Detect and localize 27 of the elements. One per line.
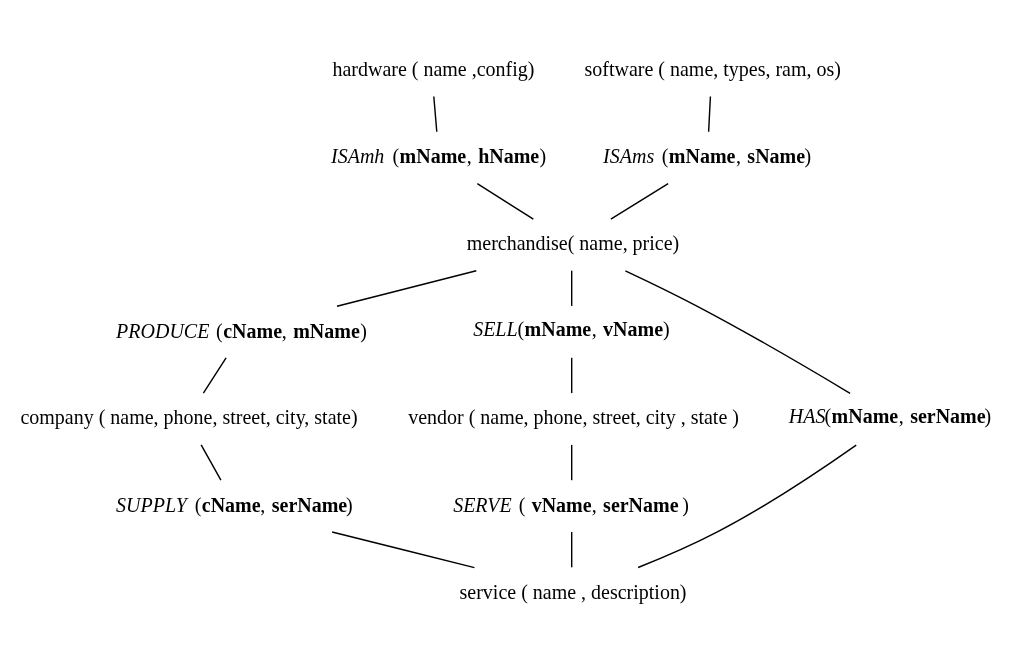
node-text: merchandise( name, price) <box>466 232 679 255</box>
connector <box>707 95 711 133</box>
connector <box>432 95 437 133</box>
node-text: ISAmh (mName, hName) <box>330 145 546 168</box>
connector <box>570 357 572 394</box>
connector <box>570 531 572 569</box>
connector <box>199 444 222 481</box>
node-text: ISAms (mName, sName) <box>602 145 811 168</box>
node-text: hardware ( name ,config) <box>331 57 534 80</box>
node-text: vendor ( name, phone, street, city , state ) <box>407 406 739 429</box>
connector <box>476 182 534 220</box>
connector <box>570 269 572 307</box>
node-text: HAS(mName, serName) <box>788 404 991 427</box>
connector <box>570 444 572 481</box>
node-text: service ( name , description) <box>459 580 687 603</box>
node-text: PRODUCE (cName, mName) <box>115 319 367 342</box>
connector <box>330 531 475 569</box>
node-text: SELL(mName, vName) <box>472 317 670 340</box>
connector <box>609 182 669 220</box>
node-text: SUPPLY (cName, serName) <box>115 493 353 516</box>
node-text: software ( name, types, ram, os) <box>584 57 841 80</box>
node-text: SERVE ( vName, serName ) <box>452 493 689 516</box>
connector <box>636 444 857 569</box>
connector <box>202 357 227 394</box>
connector <box>335 269 477 307</box>
connector <box>624 270 851 394</box>
node-text: company ( name, phone, street, city, state) <box>19 406 358 429</box>
